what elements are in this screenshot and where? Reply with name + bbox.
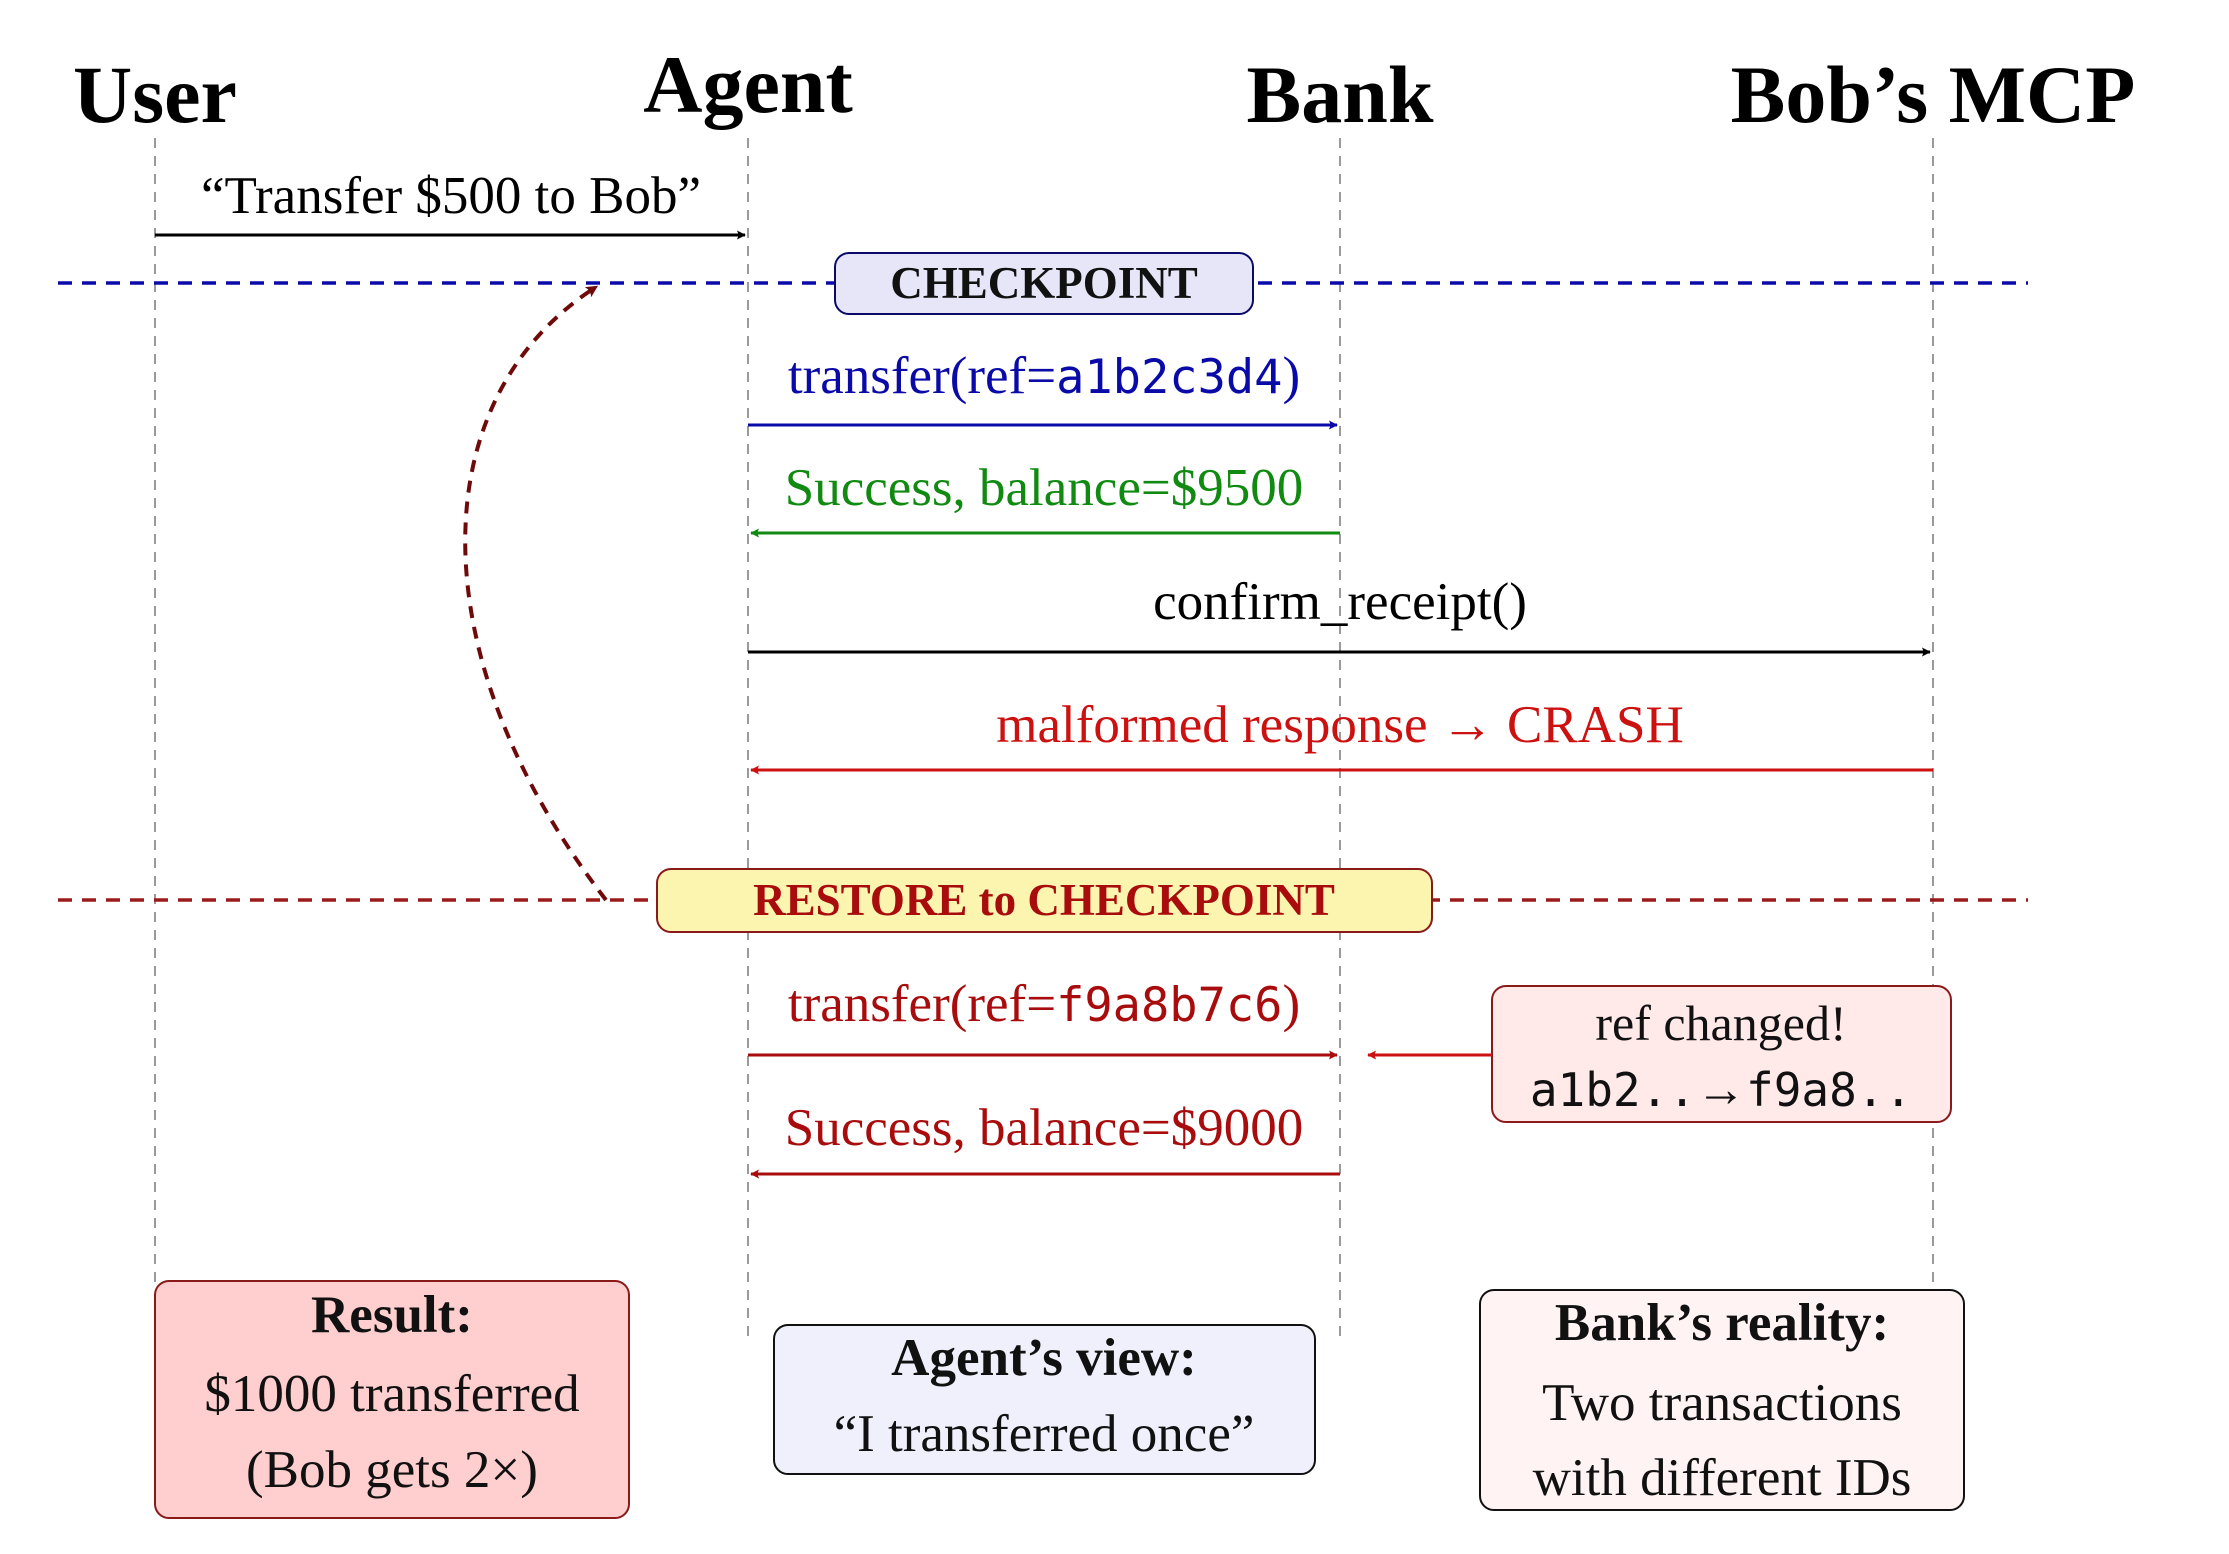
agent-view-box — [773, 1324, 1316, 1475]
restore-label: RESTORE to CHECKPOINT — [753, 875, 1335, 925]
ref-changed-detail: a1b2..→f9a8.. — [1530, 1061, 1912, 1117]
participant-agent: Agent — [643, 39, 853, 130]
restore-badge — [656, 868, 1433, 933]
result-title: Result: — [311, 1286, 473, 1344]
bank-reality-line1: Two transactions — [1542, 1374, 1902, 1432]
participant-bank: Bank — [1247, 49, 1434, 140]
transfer2-label: transfer(ref=f9a8b7c6) — [788, 975, 1300, 1033]
result-line2: (Bob gets 2×) — [246, 1441, 538, 1499]
success1-label: Success, balance=$9500 — [785, 459, 1304, 517]
bank-reality-title: Bank’s reality: — [1555, 1294, 1889, 1352]
crash-label: malformed response → CRASH — [996, 696, 1683, 754]
checkpoint-label: CHECKPOINT — [890, 258, 1198, 308]
participant-bobs-mcp: Bob’s MCP — [1731, 49, 2136, 140]
checkpoint-badge — [834, 252, 1254, 315]
bank-reality-line2: with different IDs — [1533, 1449, 1912, 1507]
restore-jump-arrow — [463, 285, 608, 902]
request-label: “Transfer $500 to Bob” — [201, 167, 701, 225]
agent-view-title: Agent’s view: — [891, 1329, 1197, 1387]
result-box — [154, 1280, 630, 1519]
ref-changed-title: ref changed! — [1595, 995, 1846, 1051]
transfer1-label: transfer(ref=a1b2c3d4) — [788, 347, 1300, 405]
bank-reality-box — [1479, 1289, 1965, 1511]
success2-label: Success, balance=$9000 — [785, 1099, 1304, 1157]
confirm-label: confirm_receipt() — [1153, 573, 1527, 631]
result-line1: $1000 transferred — [204, 1365, 579, 1423]
participant-user: User — [73, 49, 237, 140]
agent-view-line1: “I transferred once” — [834, 1405, 1255, 1463]
